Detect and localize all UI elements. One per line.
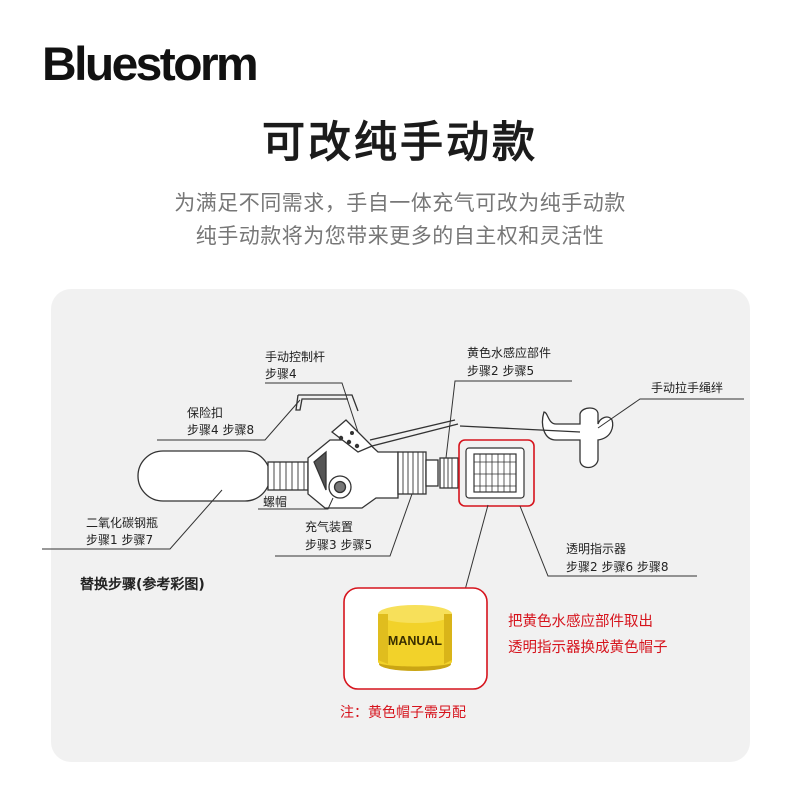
label-co2-bottle-step: 步骤1 步骤7 <box>86 533 153 547</box>
label-co2-bottle: 二氧化碳钢瓶 <box>86 516 158 530</box>
label-pull-cord: 手动拉手绳绊 <box>651 380 723 395</box>
label-manual-lever-step: 步骤4 <box>265 367 297 381</box>
label-safety-clip-step: 步骤4 步骤8 <box>187 423 254 437</box>
label-inflator-step: 步骤3 步骤5 <box>305 538 372 552</box>
accessory-note: 注：黄色帽子需另配 <box>340 704 466 721</box>
label-safety-clip: 保险扣 <box>187 405 223 420</box>
instruction-line-1: 把黄色水感应部件取出 <box>508 612 653 630</box>
label-indicator-step: 步骤2 步骤6 步骤8 <box>566 560 669 574</box>
indicator-highlight <box>458 439 535 507</box>
brand-logo: Bluestorm <box>42 37 259 90</box>
subtitle-line-2: 纯手动款将为您带来更多的自主权和灵活性 <box>195 224 605 248</box>
cap-label: MANUAL <box>388 634 443 648</box>
label-nut-cap: 螺帽 <box>263 494 287 509</box>
yellow-cap-drawing: MANUAL <box>378 605 452 671</box>
instruction-line-2: 透明指示器换成黄色帽子 <box>508 639 668 656</box>
pull-handle-drawing <box>459 407 614 469</box>
subtitle-line-1: 为满足不同需求，手自一体充气可改为纯手动款 <box>174 191 626 215</box>
indicator-drawing <box>465 447 525 499</box>
label-indicator: 透明指示器 <box>566 541 626 556</box>
label-water-sensor-step: 步骤2 步骤5 <box>467 364 534 378</box>
label-manual-lever: 手动控制杆 <box>265 350 325 364</box>
inflator-drawing <box>307 419 459 509</box>
leader-lines <box>42 380 744 591</box>
co2-bottle-drawing <box>137 450 309 502</box>
label-water-sensor: 黄色水感应部件 <box>467 345 551 360</box>
steps-title: 替换步骤(参考彩图) <box>80 576 205 593</box>
lever-drawing <box>295 394 459 447</box>
label-inflator: 充气装置 <box>305 519 353 534</box>
page-title: 可改纯手动款 <box>262 118 538 168</box>
